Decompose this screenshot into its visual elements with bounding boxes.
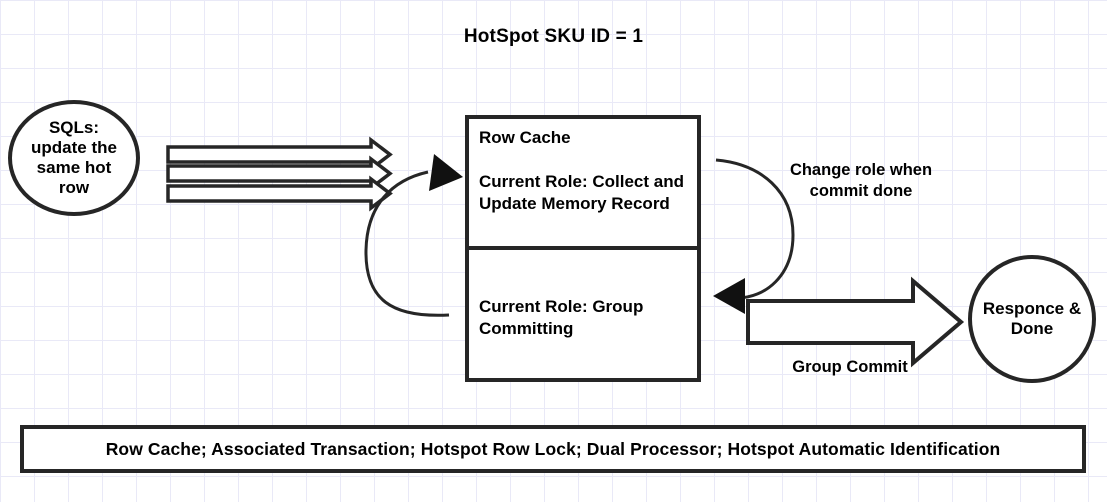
row-cache-bottom-cell: Current Role: Group Committing [469,250,697,378]
change-role-arrow [713,158,795,314]
page-title: HotSpot SKU ID = 1 [463,26,644,47]
role-rotation-arrow [364,154,463,317]
feature-list-text: Row Cache; Associated Transaction; Hotsp… [105,438,1001,459]
feature-list-banner: Row Cache; Associated Transaction; Hotsp… [20,425,1086,473]
sqls-source-node: SQLs: update the same hot row [8,100,140,216]
sql-request-arrow-1 [166,136,393,173]
change-role-label: Change role when commit done [789,161,933,200]
row-cache-box: Row Cache Current Role: Collect and Upda… [465,115,701,382]
row-cache-heading: Row Cache [479,128,571,147]
response-done-label: Responce & Done [982,298,1082,338]
sqls-source-label: SQLs: update the same hot row [31,117,117,198]
row-cache-bottom-role: Current Role: Group Committing [479,297,644,338]
sql-request-arrow-2 [166,155,393,192]
row-cache-top-role: Current Role: Collect and Update Memory … [479,171,684,213]
response-done-node: Responce & Done [968,255,1096,383]
row-cache-top-cell: Row Cache Current Role: Collect and Upda… [469,119,697,250]
group-commit-arrow [746,276,965,368]
group-commit-label: Group Commit [792,358,908,376]
sql-request-arrow-3 [166,175,393,212]
